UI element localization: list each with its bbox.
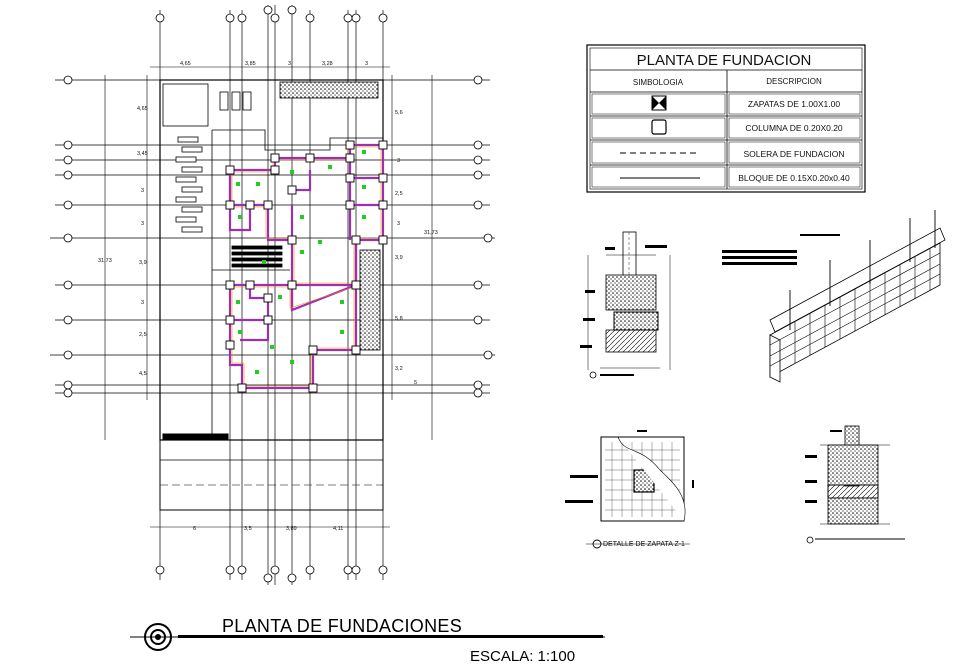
top-dim-4: 3,28 xyxy=(322,61,333,67)
left-dim-8: 4,5 xyxy=(139,371,147,377)
zapata-detail-caption: DETALLE DE ZAPATA Z-1 xyxy=(603,541,685,548)
left-total: 31,73 xyxy=(98,258,112,264)
footings xyxy=(225,140,388,393)
drawing-scale: ESCALA: 1:100 xyxy=(470,648,576,665)
grid-lines xyxy=(50,5,495,585)
right-dim-5: 3,9 xyxy=(395,255,403,261)
bottom-dim-1: 6 xyxy=(193,526,196,532)
drawing-title: PLANTA DE FUNDACIONES xyxy=(222,616,463,636)
legend-row-2-description: COLUMNA DE 0.20X0.20 xyxy=(745,123,843,133)
top-dim-3: 3 xyxy=(288,61,291,67)
left-dim-3: 3 xyxy=(141,188,144,194)
top-dim-5: 3 xyxy=(365,61,368,67)
column-markers xyxy=(236,150,366,374)
dimension-text: 4,65 3,85 3 3,28 3 4,65 3,45 3 3 3,9 3 2… xyxy=(98,61,438,532)
right-dim-2: 3 xyxy=(397,158,400,164)
bottom-dim-3: 3,89 xyxy=(286,526,297,532)
legend-col-symbol: SIMBOLOGIA xyxy=(633,78,684,87)
legend-table: PLANTA DE FUNDACION SIMBOLOGIA DESCRIPCI… xyxy=(586,44,866,193)
block-wall-isometric xyxy=(722,210,946,383)
right-dim-7: 3,2 xyxy=(395,366,403,372)
bottom-dim-2: 3,5 xyxy=(244,526,252,532)
legend-row-3-description: SOLERA DE FUNDACION xyxy=(743,149,844,159)
grid-bubbles xyxy=(63,5,493,583)
left-dim-7: 2,5 xyxy=(139,332,147,338)
site-boundary xyxy=(159,79,384,511)
title-underline xyxy=(130,635,605,638)
left-dim-5: 3,9 xyxy=(139,260,147,266)
left-dim-4: 3 xyxy=(141,221,144,227)
top-dim-1: 4,65 xyxy=(180,61,191,67)
right-dim-1: 5,6 xyxy=(395,110,403,116)
bottom-dim-4: 4,11 xyxy=(333,526,343,532)
zapata-plan-detail: DETALLE DE ZAPATA Z-1 xyxy=(565,430,694,549)
right-total: 31,73 xyxy=(424,230,438,236)
zapata-symbol xyxy=(651,95,667,111)
wall-footing-section xyxy=(805,425,905,544)
legend-row-1-description: ZAPATAS DE 1.00X1.00 xyxy=(748,99,840,109)
right-dim-3: 2,5 xyxy=(395,191,403,197)
top-dim-2: 3,85 xyxy=(245,61,256,67)
right-dim-4: 3 xyxy=(397,221,400,227)
legend-title: PLANTA DE FUNDACION xyxy=(637,52,812,69)
dimension-lines xyxy=(104,66,433,528)
legend-row-4-description: BLOQUE DE 0.15X0.20x0.40 xyxy=(738,173,850,183)
left-dim-6: 3 xyxy=(141,300,144,306)
right-dim-8: 5 xyxy=(414,380,417,386)
stairs xyxy=(175,136,283,268)
left-dim-2: 3,45 xyxy=(137,151,148,157)
right-dim-6: 5,8 xyxy=(395,316,403,322)
footing-section-detail xyxy=(580,231,671,379)
left-dim-1: 4,65 xyxy=(137,106,148,112)
legend-col-description: DESCRIPCION xyxy=(766,77,822,86)
columna-symbol xyxy=(651,119,667,135)
